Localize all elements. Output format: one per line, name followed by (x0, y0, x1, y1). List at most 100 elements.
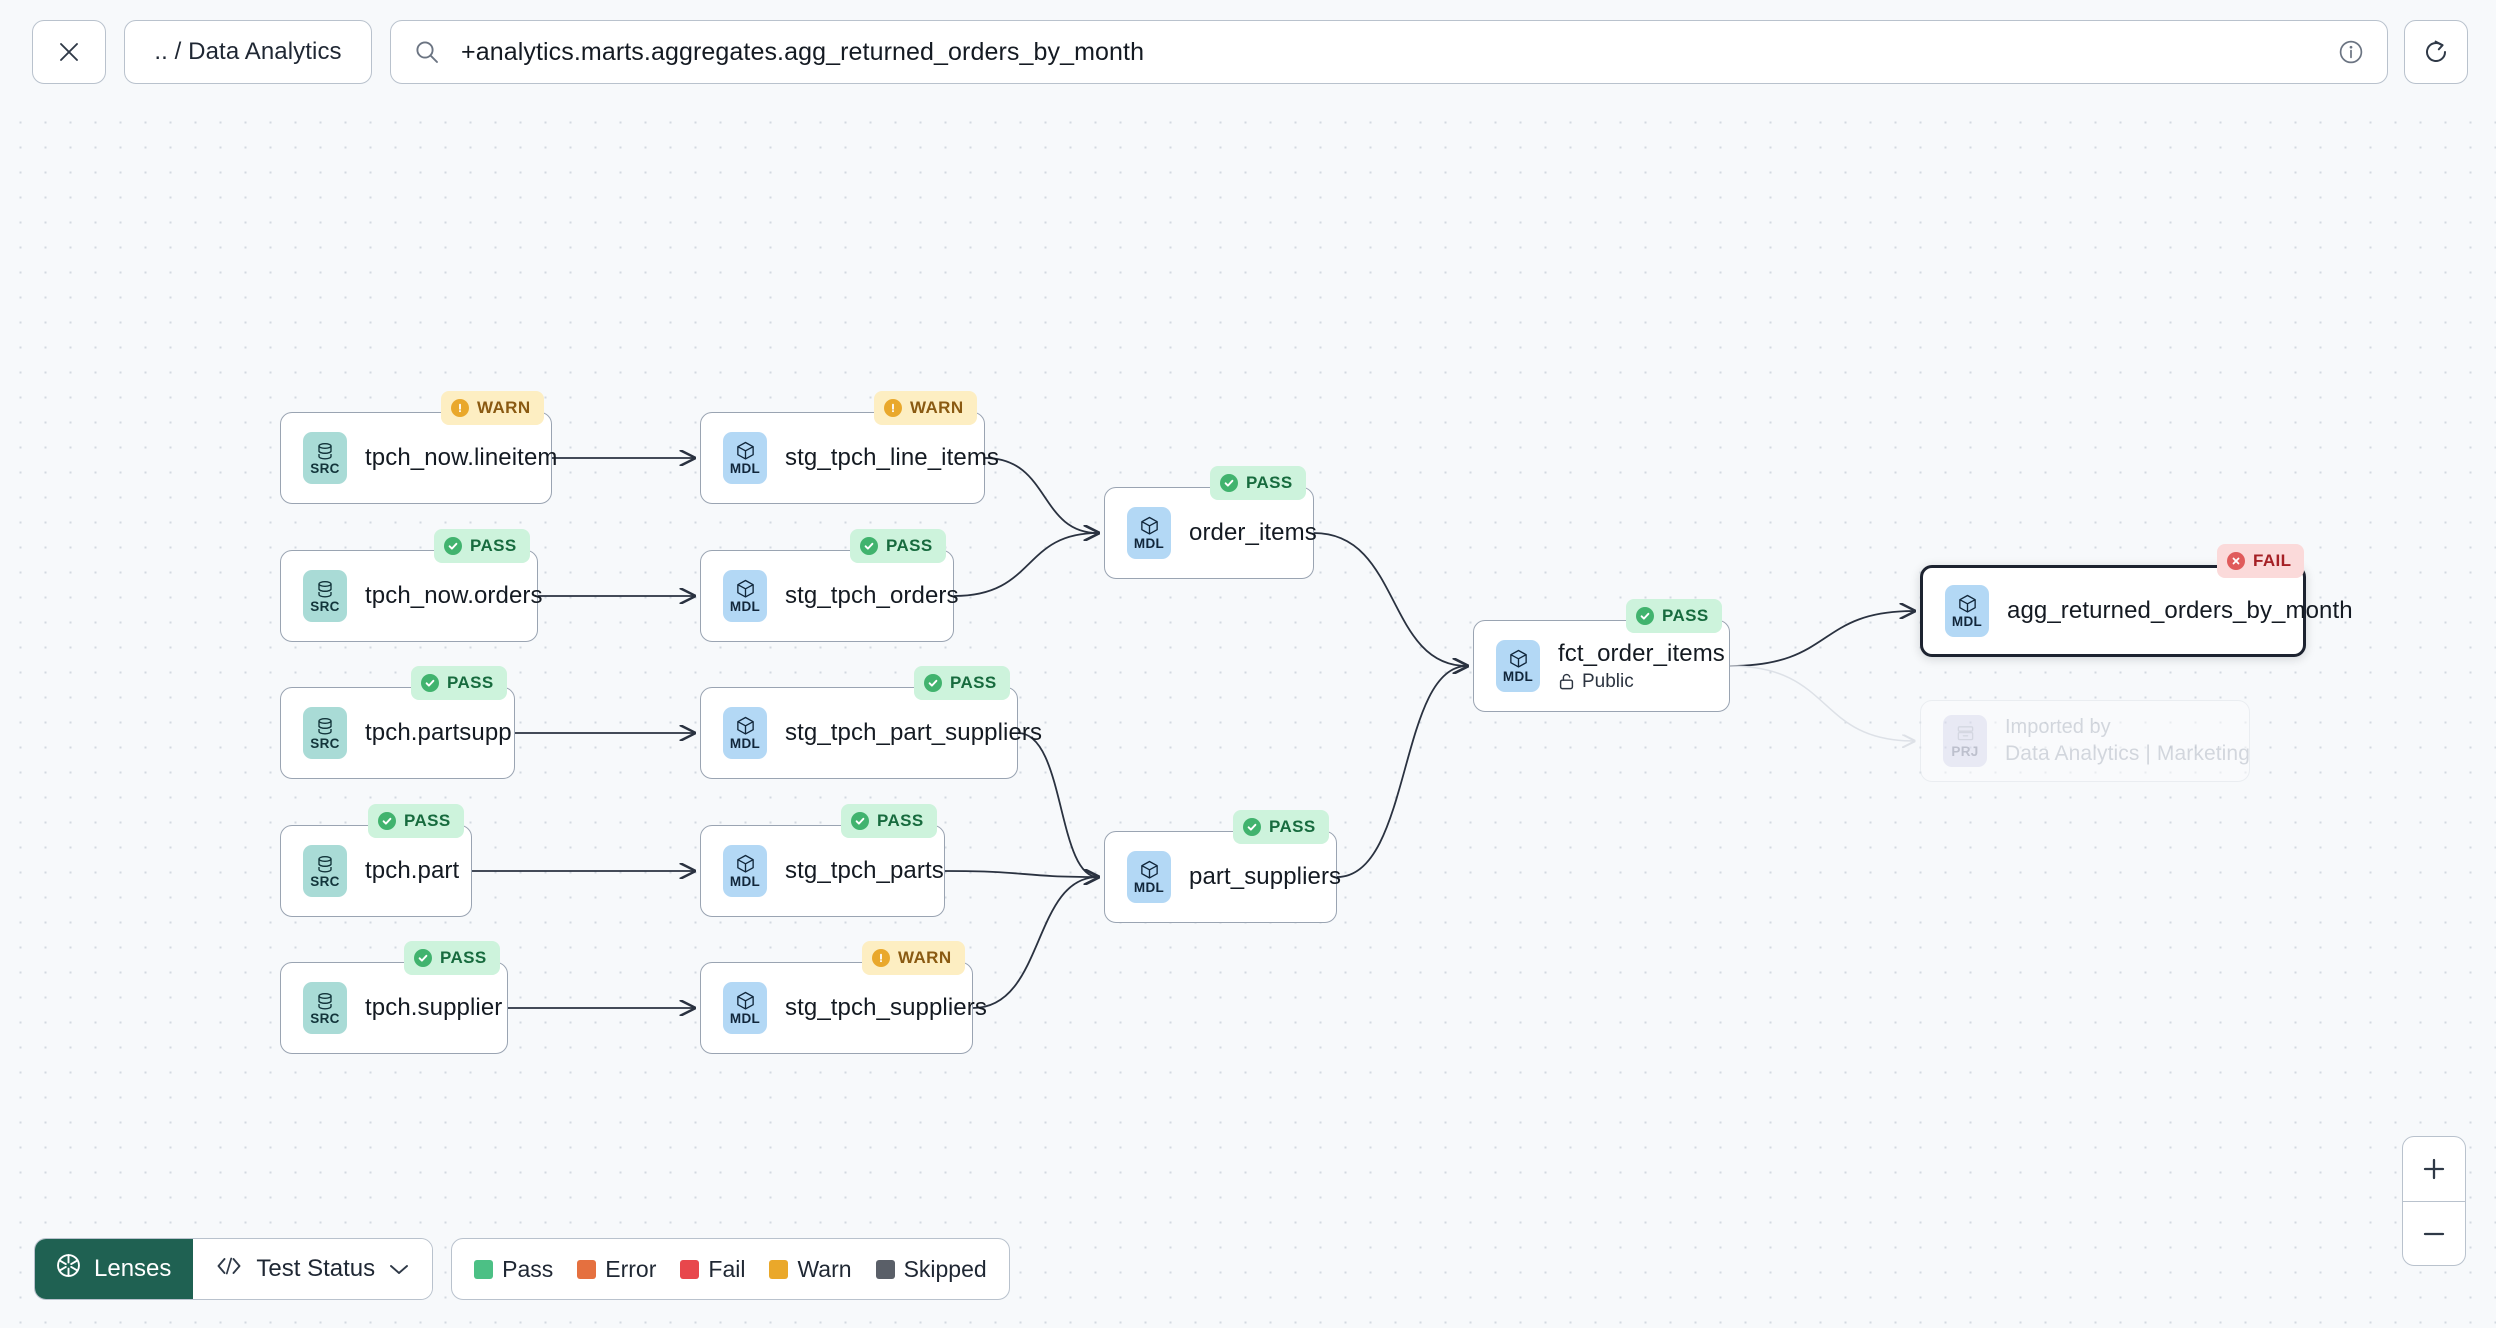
node-label: Data Analytics | Marketing (2005, 742, 2250, 765)
status-dot-pass-icon (860, 537, 878, 555)
test-status-dropdown[interactable]: Test Status (193, 1239, 433, 1299)
graph-node-stg_tpch_suppliers[interactable]: MDL stg_tpch_suppliers (700, 962, 987, 1054)
node-text-block: stg_tpch_orders (785, 582, 959, 610)
node-status-badge-pass[interactable]: PASS (434, 529, 530, 563)
status-label: PASS (886, 536, 933, 555)
node-label: fct_order_items (1558, 639, 1725, 667)
lenses-button[interactable]: Lenses (35, 1239, 194, 1299)
node-type-label: SRC (310, 598, 340, 614)
legend-item-fail[interactable]: Fail (680, 1256, 745, 1283)
close-button[interactable] (32, 20, 106, 84)
node-status-badge-warn[interactable]: WARN (862, 941, 965, 975)
legend-swatch-warn-icon (769, 1259, 789, 1279)
chevron-down-icon (388, 1255, 410, 1283)
node-status-badge-warn[interactable]: WARN (441, 391, 544, 425)
node-status-badge-warn[interactable]: WARN (874, 391, 977, 425)
node-status-badge-fail[interactable]: FAIL (2217, 544, 2305, 578)
node-type-label: MDL (729, 599, 761, 615)
node-type-badge-mdl: MDL (723, 432, 767, 484)
node-type-label: SRC (310, 1010, 340, 1026)
node-status-badge-pass[interactable]: PASS (850, 529, 946, 563)
legend-item-warn[interactable]: Warn (769, 1255, 852, 1283)
status-label: FAIL (2253, 551, 2292, 570)
node-text-block: stg_tpch_suppliers (785, 994, 987, 1022)
node-status-badge-pass[interactable]: PASS (1210, 466, 1306, 500)
zoom-out-button[interactable] (2403, 1201, 2465, 1265)
refresh-button[interactable] (2404, 20, 2468, 84)
cube-icon (736, 717, 754, 735)
node-status-badge-pass[interactable]: PASS (1626, 599, 1722, 633)
node-type-label: SRC (310, 735, 340, 751)
legend-item-pass[interactable]: Pass (474, 1256, 553, 1283)
node-type-badge-mdl: MDL (723, 982, 767, 1034)
graph-node-tpch_supplier[interactable]: SRC tpch.supplier (280, 962, 508, 1054)
node-type-badge-mdl: MDL (1127, 507, 1171, 559)
aperture-icon (55, 1252, 82, 1286)
status-label: PASS (440, 948, 487, 967)
node-text-block: Imported by Data Analytics | Marketing (2005, 716, 2250, 766)
graph-node-stg_tpch_orders[interactable]: MDL stg_tpch_orders (700, 550, 959, 642)
legend-swatch-skipped-icon (875, 1259, 895, 1279)
node-type-label: MDL (729, 736, 761, 752)
database-icon (318, 442, 332, 460)
lenses-group: Lenses Test Status (34, 1238, 434, 1300)
graph-node-stg_tpch_line_items[interactable]: MDL stg_tpch_line_items (700, 412, 999, 504)
status-dot-warn-icon (451, 399, 469, 417)
node-status-badge-pass[interactable]: PASS (914, 666, 1010, 700)
node-label: tpch.supplier (365, 994, 503, 1021)
edge-stg_tpch_suppliers-to-part_suppliers (972, 877, 1098, 1009)
node-status-badge-pass[interactable]: PASS (1233, 810, 1329, 844)
status-label: PASS (877, 811, 924, 830)
node-label: stg_tpch_line_items (785, 444, 1000, 471)
status-label: PASS (470, 536, 517, 555)
status-label: PASS (404, 811, 451, 830)
legend-item-skipped[interactable]: Skipped (875, 1256, 987, 1283)
edge-stg_tpch_orders-to-order_items (953, 533, 1098, 597)
status-dot-pass-icon (924, 674, 942, 692)
edge-stg_tpch_part_suppliers-to-part_suppliers (1017, 732, 1098, 877)
zoom-in-button[interactable] (2403, 1137, 2465, 1201)
node-type-badge-mdl: MDL (723, 570, 767, 622)
node-text-block: stg_tpch_line_items (785, 444, 999, 472)
test-status-label: Test Status (256, 1255, 376, 1282)
cube-icon (1509, 650, 1527, 668)
node-type-badge-src: SRC (303, 432, 347, 484)
node-status-badge-pass[interactable]: PASS (841, 804, 937, 838)
breadcrumb[interactable]: .. / Data Analytics (124, 20, 372, 84)
legend-item-error[interactable]: Error (577, 1256, 656, 1283)
status-dot-pass-icon (414, 949, 432, 967)
legend-swatch-error-icon (577, 1259, 597, 1279)
node-text-block: agg_returned_orders_by_month (2007, 597, 2353, 625)
info-icon[interactable] (2337, 38, 2365, 66)
node-status-badge-pass[interactable]: PASS (404, 941, 500, 975)
legend-label: Warn (797, 1255, 852, 1282)
node-label: agg_returned_orders_by_month (2007, 597, 2353, 624)
node-toplabel: Imported by (2005, 716, 2111, 738)
node-type-label: MDL (729, 461, 761, 477)
status-dot-pass-icon (378, 812, 396, 830)
node-label: stg_tpch_suppliers (785, 994, 987, 1021)
node-label: tpch.part (365, 857, 460, 884)
node-status-badge-pass[interactable]: PASS (368, 804, 464, 838)
edge-fct_order_items-to-imported_by (1729, 665, 1914, 741)
bottom-toolbar: Lenses Test Status Pass Error Fail Warn Skip… (34, 1238, 1010, 1300)
database-icon (318, 717, 332, 735)
node-status-badge-pass[interactable]: PASS (411, 666, 507, 700)
status-label: PASS (447, 673, 494, 692)
search-input[interactable]: +analytics.marts.aggregates.agg_returned… (390, 20, 2388, 84)
close-icon (60, 43, 78, 61)
